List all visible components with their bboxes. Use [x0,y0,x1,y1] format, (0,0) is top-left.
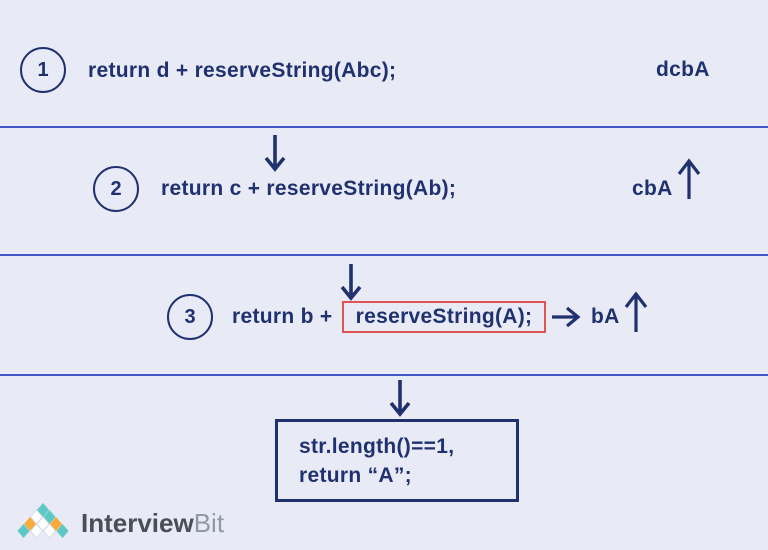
logo-text-primary: Interview [81,508,194,538]
interviewbit-wordmark: InterviewBit [81,508,224,539]
step-3-number-badge: 3 [167,294,213,340]
step-2-number-badge: 2 [93,166,139,212]
base-call-highlight-box: reserveString(A); [342,301,546,333]
base-case-line2: return “A”; [299,463,412,487]
interviewbit-logo: InterviewBit [14,502,224,545]
step-1-result: dcbA [656,58,710,81]
down-arrow-icon [389,380,411,417]
down-arrow-icon [264,135,286,172]
interviewbit-diamonds-icon [17,503,69,539]
up-arrow-icon [624,291,648,332]
base-case-box: str.length()==1, return “A”; [275,419,519,502]
step-2-result: cbA [632,177,673,200]
step-3-number: 3 [184,305,196,328]
right-arrow-icon [552,306,581,328]
step-2-number: 2 [110,177,122,200]
step-1-number: 1 [37,58,49,81]
step-2-code: return c + reserveString(Ab); [161,177,457,200]
step-3-result: bA [591,305,620,328]
step-3-code-prefix: return b + [232,305,333,328]
down-arrow-icon [340,264,362,301]
divider-line [0,374,768,376]
step-1-code: return d + reserveString(Abc); [88,59,397,82]
base-case-line1: str.length()==1, [299,434,455,458]
step-3-code-highlighted: reserveString(A); [355,305,533,328]
divider-line [0,254,768,256]
up-arrow-icon [677,158,701,199]
logo-text-secondary: Bit [193,508,225,538]
divider-line [0,126,768,128]
step-1-number-badge: 1 [20,47,66,93]
